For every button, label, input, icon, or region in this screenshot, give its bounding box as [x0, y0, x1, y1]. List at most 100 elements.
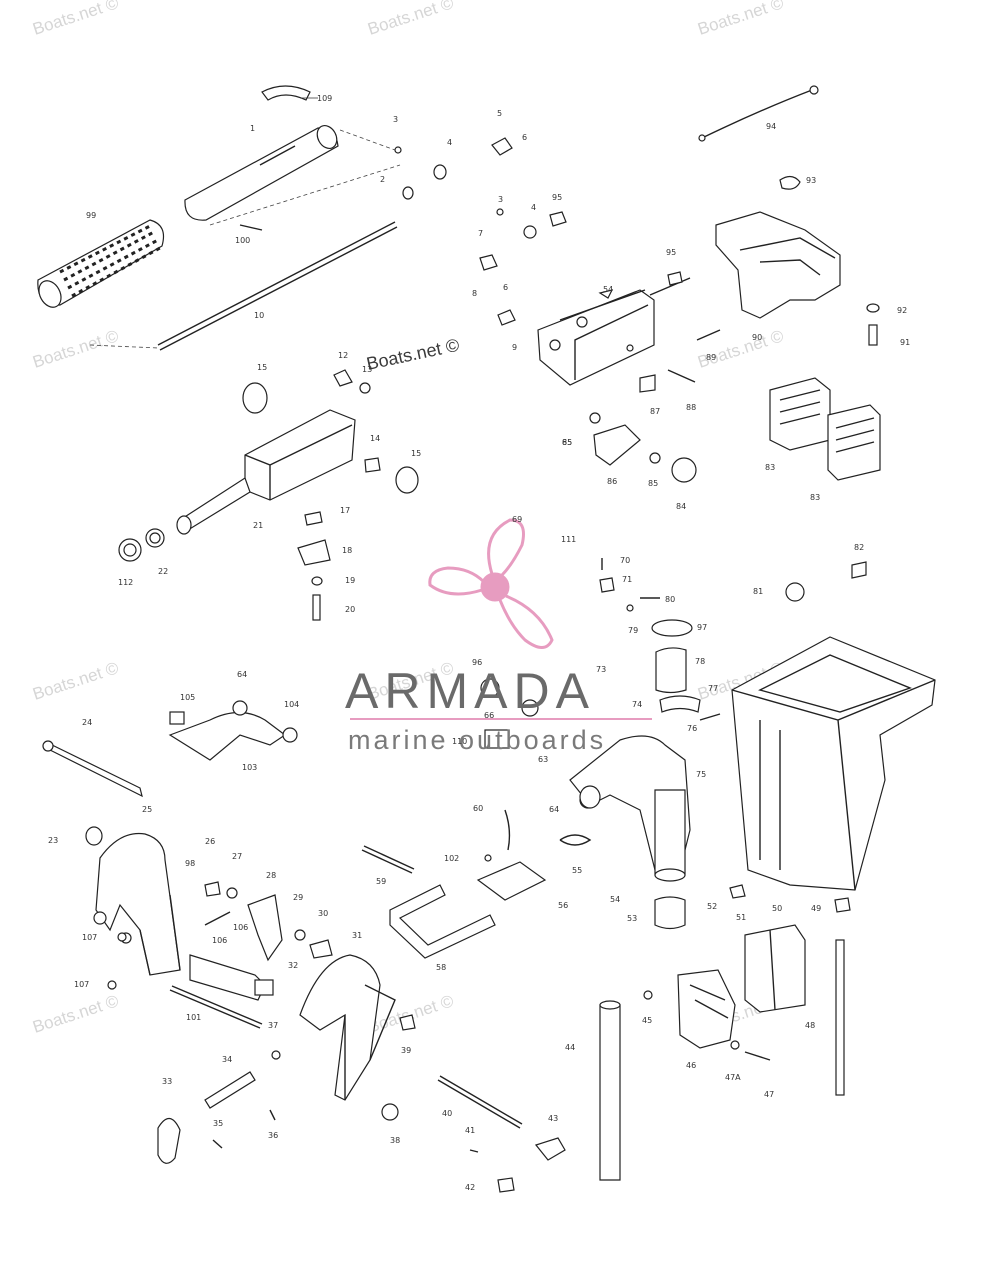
part-55-spring [559, 834, 592, 846]
part-31-bracket [299, 954, 381, 1101]
part-9-bracket [537, 289, 655, 386]
part-label: 99 [86, 211, 96, 220]
part-47-screw [744, 1051, 771, 1061]
part-40-rod [437, 1079, 521, 1129]
part-label: 24 [82, 718, 92, 727]
part-28-plate [247, 894, 283, 962]
part-label: 54 [603, 285, 613, 294]
part-label: 109 [317, 94, 332, 103]
part-label: 111 [561, 535, 576, 544]
part-label: 40 [442, 1109, 452, 1118]
part-label: 3 [393, 115, 398, 124]
part-59-rod [361, 849, 413, 874]
part-110-plate [484, 729, 510, 749]
part-84-disc [671, 457, 697, 483]
watermark-text: Boats.net © [365, 0, 456, 39]
part-label: 5 [497, 109, 502, 118]
part-label: 106 [212, 936, 227, 945]
part-label: 77 [708, 684, 718, 693]
part-label: 75 [696, 770, 706, 779]
part-label: 43 [548, 1114, 558, 1123]
part-83-cover-b [827, 404, 881, 481]
part-83-cover-a [769, 377, 831, 451]
brand-name: ARMADA [345, 663, 595, 719]
part-32-tube [189, 954, 266, 1001]
part-48-rod [835, 939, 845, 1096]
part-label: 19 [345, 576, 355, 585]
part-label: 100 [235, 236, 250, 245]
tiller-handle-assembly [37, 85, 513, 351]
part-label: 54 [610, 895, 620, 904]
part-label: 18 [342, 546, 352, 555]
part-24-bolt [47, 741, 143, 798]
part-87-screw [639, 374, 656, 393]
part-100-pin [239, 224, 263, 231]
watermark-text: Boats.net © [365, 991, 456, 1037]
cylinder-assembly [118, 369, 419, 621]
part-label: 73 [596, 665, 606, 674]
part-label: 102 [444, 854, 459, 863]
part-60-spring [504, 809, 511, 851]
part-43-clip [534, 1137, 566, 1161]
part-label: 83 [765, 463, 775, 472]
part-15-washer [242, 382, 268, 414]
part-label: 34 [222, 1055, 232, 1064]
part-81-plug [785, 582, 805, 602]
upper-right-assembly [698, 85, 881, 481]
part-label: 105 [180, 693, 195, 702]
watermark-text: Boats.net © [30, 991, 121, 1037]
part-97-ring [651, 619, 693, 637]
part-label: 3 [498, 195, 503, 204]
part-label: 88 [686, 403, 696, 412]
part-label: 84 [676, 502, 686, 511]
part-label: 91 [900, 338, 910, 347]
part-labels: 1 2 3 3 4 4 5 6 6 7 8 9 10 12 13 14 15 1… [48, 94, 910, 1192]
part-label: 82 [854, 543, 864, 552]
part-48-block [744, 924, 806, 1013]
part-label: 103 [242, 763, 257, 772]
part-label: 66 [484, 711, 494, 720]
part-label: 45 [642, 1016, 652, 1025]
part-label: 85 [562, 438, 572, 447]
part-label: 90 [752, 333, 762, 342]
part-label: 107 [74, 980, 89, 989]
part-label: 107 [82, 933, 97, 942]
part-label: 60 [473, 804, 483, 813]
part-label: 98 [185, 859, 195, 868]
brand-tagline: marine outboards [348, 725, 606, 755]
part-58-bracket [389, 884, 496, 959]
part-18-bracket [297, 539, 331, 566]
part-label: 70 [620, 556, 630, 565]
part-label: 51 [736, 913, 746, 922]
part-86-clip [593, 424, 641, 466]
watermark-text: Boats.net © [30, 658, 121, 704]
watermark-text: Boats.net © [695, 0, 786, 39]
part-label: 79 [628, 626, 638, 635]
part-91-bolt [868, 324, 878, 346]
part-label: 56 [558, 901, 568, 910]
part-label: 13 [362, 365, 372, 374]
part-15-washer [395, 466, 419, 494]
lower-left-assembly [42, 700, 416, 1164]
part-label: 38 [390, 1136, 400, 1145]
part-label: 69 [512, 515, 522, 524]
part-label: 15 [411, 449, 421, 458]
part-label: 31 [352, 931, 362, 940]
part-88-pin [667, 369, 696, 383]
part-label: 29 [293, 893, 303, 902]
part-label: 8 [472, 289, 477, 298]
part-label: 52 [707, 902, 717, 911]
part-94-cable [701, 89, 813, 139]
watermark-text-strong: Boats.net © [365, 335, 461, 374]
part-label: 42 [465, 1183, 475, 1192]
armada-logo: ARMADA marine outboards [345, 518, 652, 755]
swivel-bracket-assembly [479, 208, 721, 483]
part-label: 92 [897, 306, 907, 315]
part-46-clamp [677, 969, 736, 1049]
part-label: 37 [268, 1021, 278, 1030]
part-label: 1 [250, 124, 255, 133]
part-label: 58 [436, 963, 446, 972]
part-label: 28 [266, 871, 276, 880]
part-label: 47A [725, 1073, 741, 1082]
